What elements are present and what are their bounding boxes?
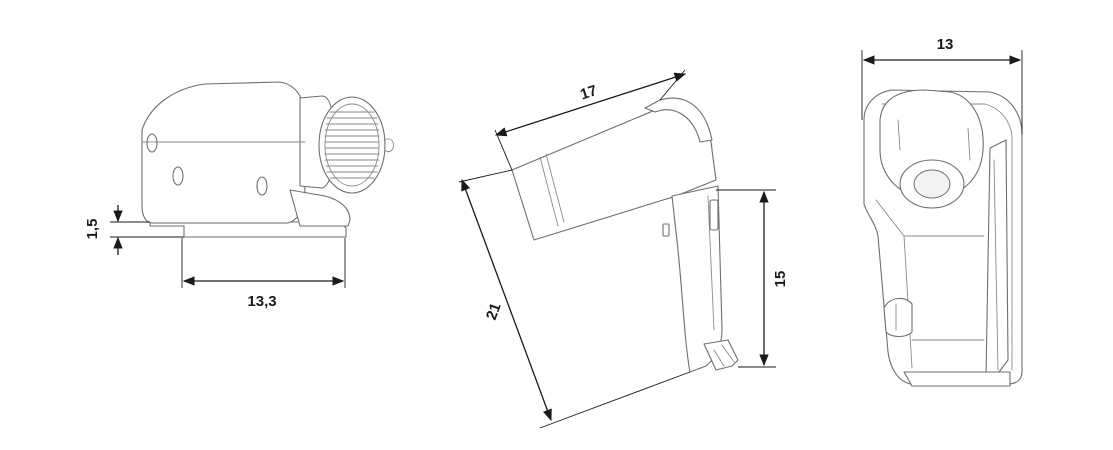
angled-view-switch bbox=[709, 199, 719, 231]
dim-front-width: 13 bbox=[861, 36, 1023, 134]
side-view-hole-1 bbox=[146, 133, 158, 153]
dim-angled-height-label: 15 bbox=[772, 271, 789, 288]
dim-side-height: 1,5 bbox=[84, 205, 184, 255]
front-view-outlet-inner bbox=[913, 169, 951, 199]
side-view-body bbox=[141, 81, 306, 224]
dim-angled-top: 17 bbox=[494, 69, 687, 171]
dim-side-height-label: 1,5 bbox=[84, 219, 101, 240]
side-view-bracket bbox=[289, 189, 351, 227]
side-view: 1,5 13,3 bbox=[84, 81, 395, 310]
side-view-grille bbox=[318, 96, 386, 194]
dim-angled-height: 15 bbox=[716, 189, 789, 368]
front-view-side-rail bbox=[985, 139, 1009, 377]
front-view-base bbox=[903, 371, 1011, 387]
side-view-hole-3 bbox=[256, 176, 268, 196]
side-view-hook bbox=[383, 138, 395, 153]
dim-front-width-label: 13 bbox=[937, 36, 954, 53]
dim-side-width-label: 13,3 bbox=[247, 293, 276, 310]
angled-view-button bbox=[662, 223, 670, 237]
front-view-knob bbox=[883, 297, 913, 338]
dim-angled-top-label: 17 bbox=[578, 82, 599, 103]
dim-angled-diagonal-label: 21 bbox=[483, 301, 505, 322]
side-view-hole-2 bbox=[172, 166, 184, 186]
angled-view-cable-end bbox=[703, 339, 739, 371]
side-view-grille-lines bbox=[324, 111, 380, 179]
dim-side-width: 13,3 bbox=[181, 238, 346, 310]
dim-angled-diagonal: 21 bbox=[458, 169, 691, 429]
angled-view: 17 21 15 bbox=[458, 69, 789, 429]
front-view: 13 bbox=[861, 36, 1023, 387]
